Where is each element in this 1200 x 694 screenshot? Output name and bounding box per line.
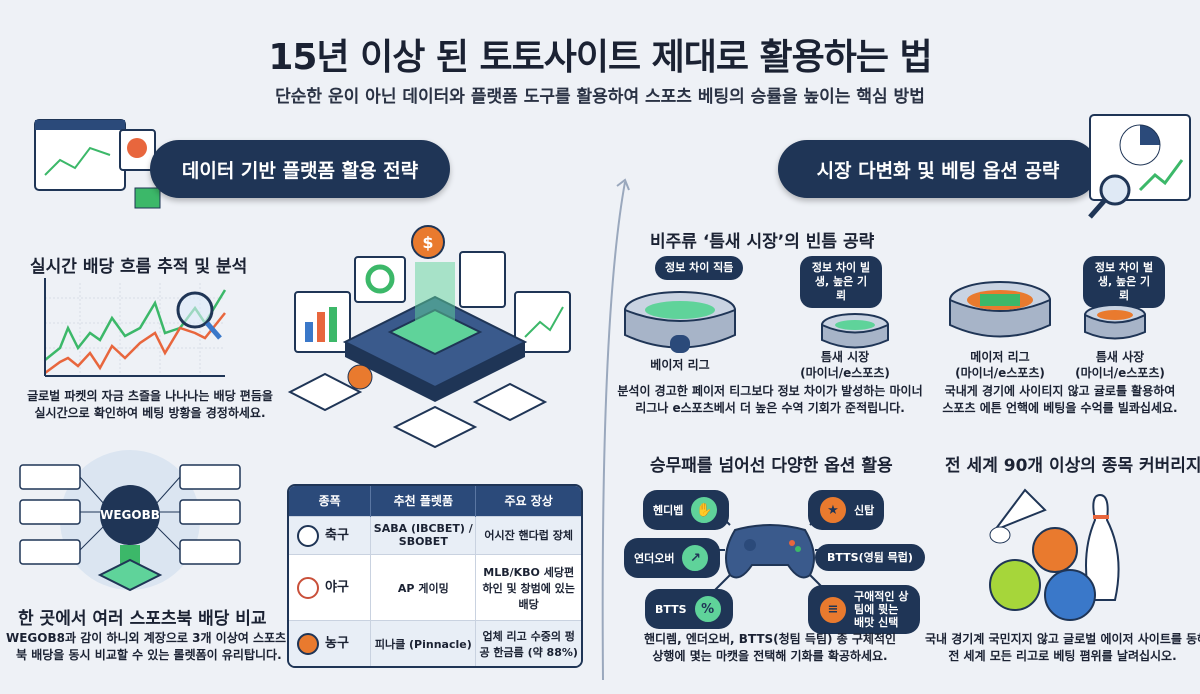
- niche-heading: 비주류 ‘틈새 시장’의 빈틈 공략: [650, 232, 875, 252]
- soccer-ball-icon: [297, 524, 319, 547]
- page-subtitle: 단순한 운이 아닌 데이터와 플랫폼 도구를 활용하여 스포츠 베팅의 승률을 …: [275, 87, 925, 107]
- coverage-heading: 전 세계 90개 이상의 종목 커버리지: [945, 456, 1200, 476]
- option-trophy: ★신탑: [808, 490, 885, 530]
- basketball-icon: [297, 632, 319, 655]
- label-major: 베이저 리그: [650, 358, 710, 372]
- trophy-icon: ★: [818, 495, 848, 525]
- option-btts: BTTS%: [645, 589, 733, 629]
- col-header-sport: 종폭: [289, 486, 372, 516]
- percent-icon: %: [692, 594, 723, 624]
- shuttlecock-icon: [992, 488, 1047, 533]
- option-specific: ≡구애적인 상팀에 뮛는 배맛 신택: [808, 585, 920, 634]
- label-niche: 틈새 시장(마이너/e스포츠): [800, 350, 890, 380]
- document-icon: ≡: [818, 594, 848, 625]
- trend-icon: ↗: [680, 543, 711, 573]
- page-title: 15년 이상 된 토토사이트 제대로 활용하는 법: [268, 37, 932, 78]
- stadium-illustrations-2: [949, 281, 1146, 340]
- basketball-icon: [1032, 527, 1078, 573]
- table-row: 농구 피나클 (Pinnacle) 업체 리고 수중의 펑공 한금름 (약 88…: [289, 620, 581, 666]
- table-row: 야구 AP 게이밍 MLB/KBO 세당편 하인 및 창범에 있는 배당: [289, 554, 581, 621]
- table-header-row: 종폭 추천 플렛품 주요 장상: [289, 486, 581, 516]
- compare-heading: 한 곳에서 여러 스포츠북 배당 비교: [18, 609, 267, 629]
- options-heading: 승무패를 넘어선 다양한 옵션 활용: [650, 456, 893, 476]
- label-niche-2: 틈새 사장(마이너/e스포츠): [1075, 350, 1165, 380]
- bubble-niche: 정보 차이 빌생, 높은 기뢰: [800, 256, 882, 308]
- stadium-illustrations: [624, 291, 889, 353]
- option-handicap: 헨디벱✋: [643, 490, 730, 530]
- platform-hub-illustration: $: [287, 225, 571, 449]
- odds-series-red: [44, 312, 226, 375]
- option-btts-both: BTTS(영뒴 믁럽): [815, 544, 925, 571]
- section-divider: [601, 178, 630, 681]
- bowling-pin-icon: [1085, 493, 1120, 601]
- dashboard-monitor-icon: [34, 119, 161, 209]
- odds-heading: 실시간 배당 흐름 추적 및 분석: [30, 257, 248, 277]
- tennis-ball-icon: [989, 559, 1041, 611]
- analytics-magnifier-icon: [1088, 114, 1191, 219]
- arm-icon: ✋: [689, 495, 720, 525]
- section-banner-right: 시장 다변화 및 베팅 옵션 공략: [778, 140, 1098, 198]
- bowling-ball-icon: [1044, 569, 1096, 621]
- magnifier-icon: [176, 291, 214, 329]
- sports-balls-illustration: [989, 488, 1120, 621]
- hub-label: WEGOBB: [100, 508, 160, 522]
- option-over-under: 연더오버↗: [624, 538, 721, 578]
- basketball-icon: [347, 364, 373, 390]
- table-row: 축구 SABA (IBCBET) / SBOBET 어시잔 핸다럽 장체: [289, 515, 581, 555]
- section-banner-left: 데이터 기반 플랫폼 활용 전략: [150, 140, 450, 198]
- bubble-niche-2: 정보 차이 벌생, 높은 기뢰: [1083, 256, 1165, 308]
- baseball-icon: [297, 576, 319, 599]
- sportsbook-hub-diagram: [19, 450, 241, 592]
- col-header-feature: 주요 장상: [475, 486, 581, 516]
- platform-table: 종폭 추천 플렛품 주요 장상 축구 SABA (IBCBET) / SBOBE…: [287, 484, 583, 668]
- col-header-platform: 추천 플렛품: [370, 486, 477, 516]
- coin-icon: [411, 225, 445, 259]
- label-major-2: 메이저 리그(마이너/e스포츠): [955, 350, 1045, 380]
- svg-text:$: $: [422, 233, 433, 252]
- odds-line-chart: [44, 278, 227, 377]
- bubble-major: 정보 차이 직듬: [655, 256, 744, 280]
